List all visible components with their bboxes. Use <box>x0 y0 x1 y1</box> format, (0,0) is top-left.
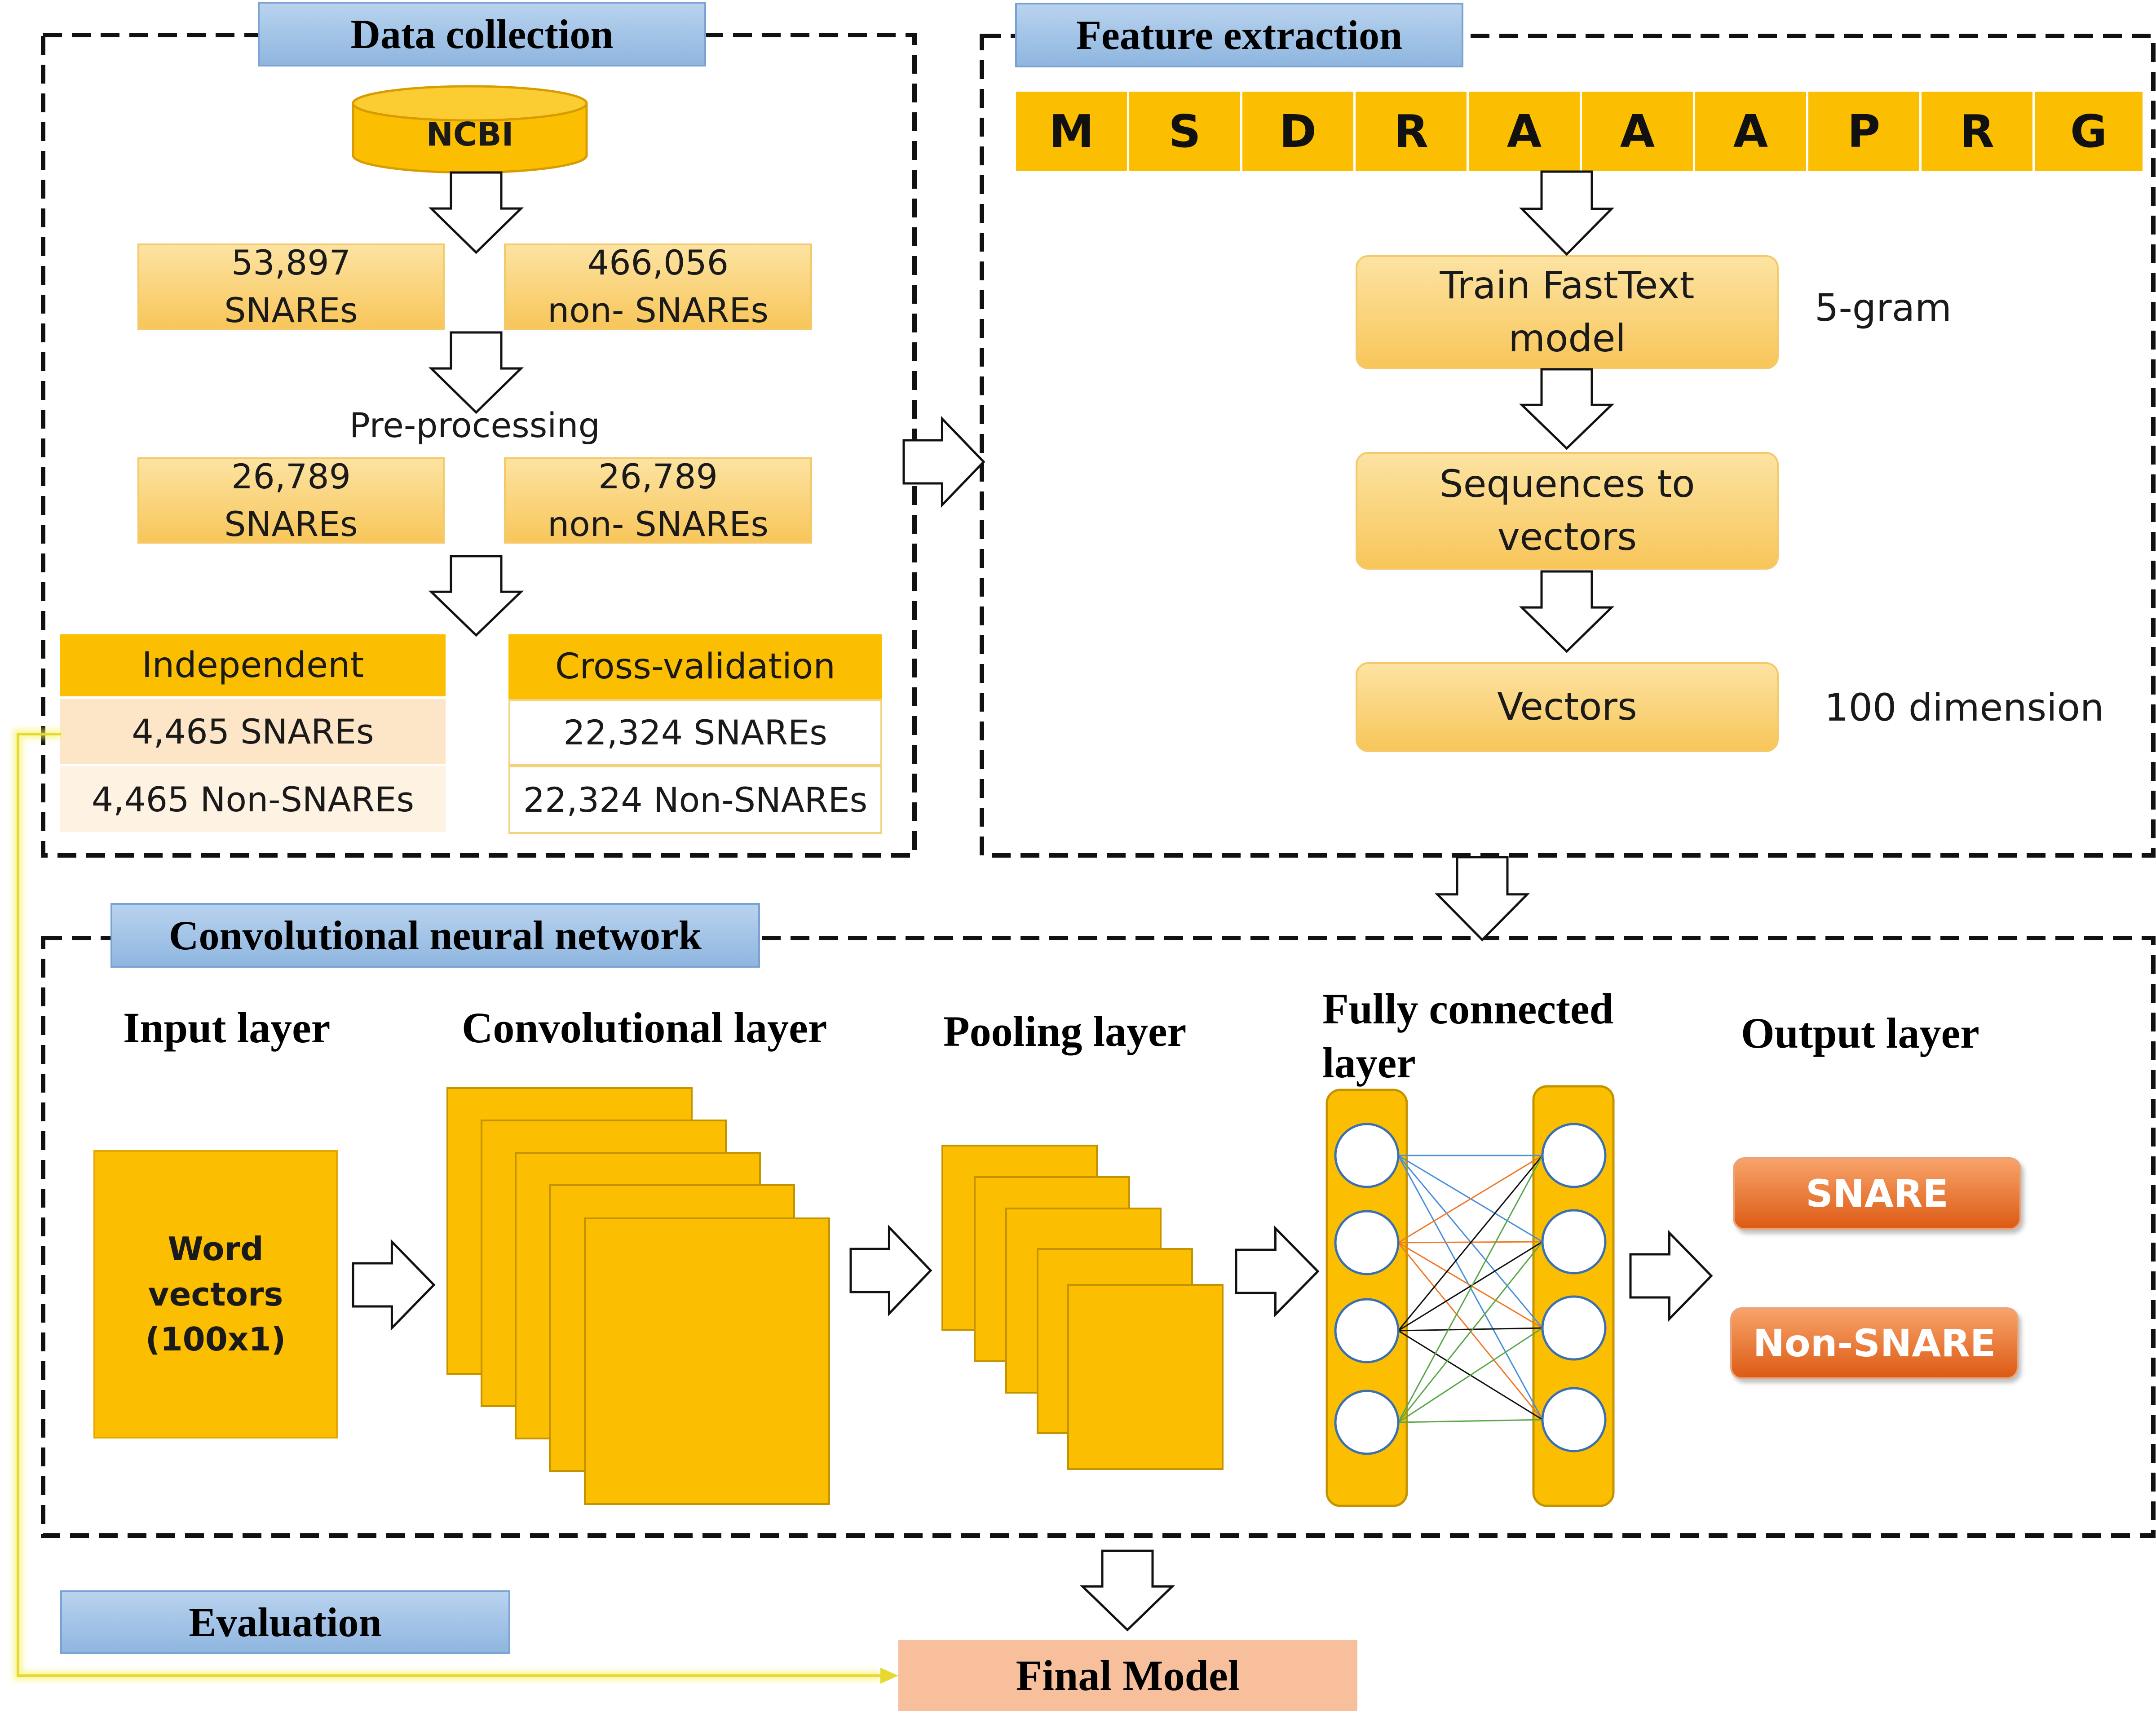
evaluation-connector <box>13 729 898 1684</box>
right-arrow <box>902 416 985 508</box>
fc-neuron <box>1541 1209 1607 1275</box>
fc-connection <box>1398 1155 1543 1244</box>
pooling-layer-label: Pooling layer <box>943 1007 1187 1055</box>
evaluation-label: Evaluation <box>60 1590 510 1654</box>
output-non-snare: Non-SNARE <box>1730 1307 2019 1379</box>
right-arrow <box>1629 1230 1713 1322</box>
right-arrow <box>1235 1225 1320 1318</box>
fc-connection <box>1398 1241 1543 1332</box>
seq-residue: M <box>1016 92 1129 171</box>
fully-connected-network <box>1325 1085 1615 1507</box>
word-vectors-block: Word vectors (100x1) <box>93 1150 338 1439</box>
fc-neuron <box>1541 1387 1607 1452</box>
fc-neuron <box>1541 1295 1607 1361</box>
conv-layer-label: Convolutional layer <box>462 1004 827 1052</box>
output-snare: SNARE <box>1733 1157 2021 1230</box>
fc-connection <box>1398 1419 1543 1423</box>
flow-arrows <box>352 170 1713 1632</box>
feature-extraction-label: Feature extraction <box>1015 3 1463 67</box>
raw-non-snares-box: 466,056 non- SNAREs <box>504 243 812 330</box>
independent-header: Independent <box>60 634 446 696</box>
fc-connection <box>1397 1155 1543 1331</box>
independent-row-snares: 4,465 SNAREs <box>60 699 446 764</box>
proc-non-snares-box: 26,789 non- SNAREs <box>504 456 812 544</box>
train-fasttext-box: Train FastText model <box>1356 255 1779 369</box>
database-icon <box>352 85 588 174</box>
fc-connection <box>1397 1241 1543 1423</box>
seq-residue: R <box>1922 92 2035 171</box>
fc-neuron <box>1334 1210 1400 1275</box>
down-arrow <box>428 171 524 254</box>
vectors-box: Vectors <box>1356 662 1779 752</box>
pooling-feature-maps <box>941 1145 1224 1470</box>
ncbi-label: NCBI <box>426 115 514 153</box>
feature-extraction-frame <box>980 34 2156 858</box>
fc-connection <box>1398 1327 1543 1332</box>
cnn-label: Convolutional neural network <box>110 903 760 968</box>
right-arrow <box>849 1224 932 1317</box>
data-collection-label: Data collection <box>258 2 706 66</box>
final-model-box: Final Model <box>898 1640 1357 1711</box>
seq-residue: A <box>1469 92 1582 171</box>
proc-snares-box: 26,789 SNAREs <box>137 456 445 544</box>
fc-connection <box>1398 1327 1543 1423</box>
fc-connection <box>1397 1155 1543 1423</box>
fc-neuron <box>1541 1123 1607 1188</box>
cv-row-non-snares: 22,324 Non-SNAREs <box>508 766 882 834</box>
down-arrow <box>428 331 524 414</box>
seq-to-vectors-box: Sequences to vectors <box>1356 452 1779 570</box>
raw-snares-box: 53,897 SNAREs <box>137 243 445 330</box>
dimension-note: 100 dimension <box>1825 686 2104 730</box>
down-arrow <box>1519 570 1615 653</box>
seq-residue: A <box>1582 92 1695 171</box>
independent-row-non-snares: 4,465 Non-SNAREs <box>60 766 446 832</box>
cv-header: Cross-validation <box>508 634 882 699</box>
down-arrow <box>1079 1549 1175 1632</box>
seq-residue: R <box>1356 92 1469 171</box>
seq-residue: D <box>1242 92 1356 171</box>
fc-layer-label: Fully connected layer <box>1322 985 1613 1087</box>
convolution-feature-maps <box>446 1087 830 1505</box>
input-layer-label: Input layer <box>123 1004 331 1052</box>
seq-residue: P <box>1808 92 1922 171</box>
output-layer-label: Output layer <box>1741 1009 1979 1057</box>
fc-neuron <box>1334 1298 1400 1363</box>
seq-residue: A <box>1695 92 1808 171</box>
five-gram-note: 5-gram <box>1815 286 1952 330</box>
seq-residue: S <box>1129 92 1242 171</box>
fc-neuron <box>1334 1123 1400 1188</box>
fc-connection <box>1398 1242 1543 1329</box>
down-arrow <box>1519 368 1615 450</box>
down-arrow <box>1519 170 1614 256</box>
seq-residue: G <box>2035 92 2143 171</box>
right-arrow <box>352 1239 436 1331</box>
down-arrow <box>428 555 524 637</box>
down-arrow <box>1435 856 1530 942</box>
fc-neuron <box>1334 1390 1400 1455</box>
cv-row-snares: 22,324 SNAREs <box>508 699 882 766</box>
